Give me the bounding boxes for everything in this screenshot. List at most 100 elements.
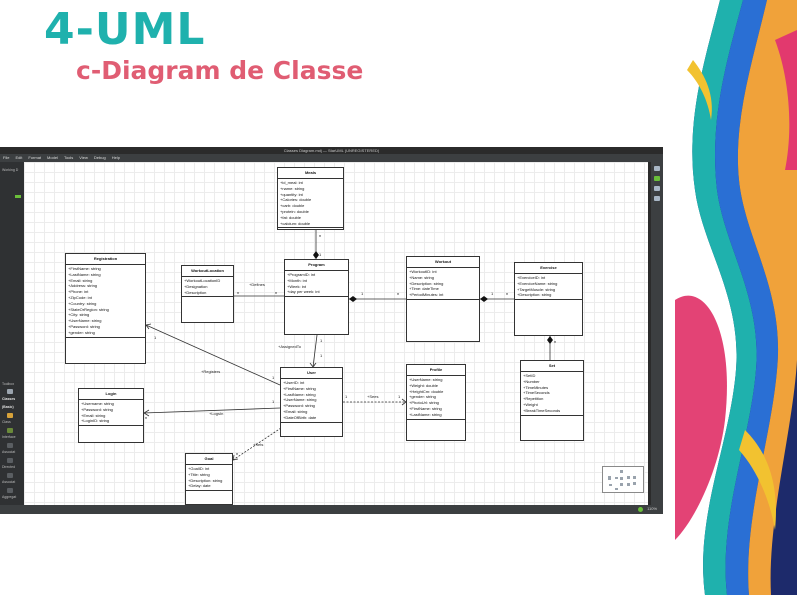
aggregation-tool-icon[interactable] [7, 488, 13, 493]
attribute: +UserName: string [68, 318, 102, 324]
minimap-preview [608, 470, 636, 490]
tool-association-class[interactable]: Associat [2, 480, 16, 484]
attribute: +WorkoutID: int [409, 269, 437, 274]
menu-format[interactable]: Format [28, 155, 42, 160]
relation-label-registers: +Registers [201, 369, 221, 374]
class-exercise[interactable]: Exercise +ExerciceID: int +ExerciceName:… [514, 262, 583, 336]
toolbox-section-classes[interactable]: Classes [2, 397, 16, 401]
attribute: +quantity: int [280, 191, 303, 197]
attribute: +Email: string [81, 412, 106, 418]
attribute: +Weight [523, 401, 538, 407]
class-user[interactable]: User +UserID: int +FirstName: string +La… [280, 367, 343, 437]
interface-tool-icon[interactable] [7, 428, 13, 433]
class-profile[interactable]: Profile +UserName: string +Weight: doubl… [406, 364, 466, 441]
attribute: +TimeSeconds [523, 390, 550, 396]
tool-interface[interactable]: Interface [2, 435, 16, 439]
toolbox-section-basic[interactable]: (Basic) [2, 405, 14, 409]
attribute: +Calories: double [280, 197, 312, 203]
association-class-tool-icon[interactable] [7, 473, 13, 478]
attribute: +LastName: string [409, 411, 442, 417]
multiplicity-program-meals: 1 [319, 252, 322, 257]
attribute: +FirstName: string [283, 385, 316, 391]
class-name: Goal [186, 454, 232, 465]
attribute: +Repetition [523, 396, 544, 402]
diagram-minimap[interactable] [602, 466, 644, 493]
attribute-list: +ExerciceID: int +ExerciceName: string +… [515, 274, 582, 301]
arrowhead-goal [232, 454, 239, 461]
canvas-scrollbar[interactable] [648, 162, 651, 505]
attribute: +gender: string [409, 394, 436, 400]
attribute: +Month: int [287, 277, 307, 283]
attribute: +Number [523, 378, 540, 384]
user-goal-sets-line [232, 427, 282, 461]
attribute: +Password: string [81, 406, 113, 412]
arrowhead-registration [145, 323, 152, 330]
working-diagrams-header[interactable]: Working D [2, 168, 19, 172]
menu-help[interactable]: Help [111, 155, 120, 160]
class-tool-icon[interactable] [7, 413, 13, 418]
attribute: +FirstName: string [68, 266, 101, 271]
class-workout-location[interactable]: WorkoutLocation +WorkoutLocationID +Desi… [181, 265, 234, 323]
menu-model[interactable]: Model [47, 155, 58, 160]
left-panel: Working D Toolbox Classes (Basic) Class … [0, 162, 24, 514]
class-name: Exercise [515, 263, 582, 274]
class-registration[interactable]: Registration +FirstName: string +LastNam… [65, 253, 146, 364]
multiplicity-workout-exercise: 1 [491, 291, 494, 296]
multiplicity-workout: n [397, 291, 400, 296]
tool-directed-association[interactable]: Directed [2, 465, 16, 469]
attribute: +Description: string [188, 477, 223, 483]
association-tool-icon[interactable] [7, 443, 13, 448]
menu-file[interactable]: File [3, 155, 10, 160]
editors-icon[interactable] [654, 186, 660, 191]
window-titlebar: Classes Diagram.mdj — StarUML (UNREGISTE… [0, 147, 663, 154]
menu-bar: File Edit Format Model Tools View Debug … [0, 154, 663, 162]
attribute-list: +SetID +Number +TimeMinutes +TimeSeconds… [521, 372, 583, 416]
tool-aggregation[interactable]: Aggregat [2, 495, 17, 499]
menu-tools[interactable]: Tools [63, 155, 74, 160]
attribute: +id_meal: int [280, 180, 303, 185]
composition-diamond-set-exercise [547, 336, 553, 344]
attribute: +Delay: date [188, 483, 211, 489]
class-login[interactable]: Login +Username: string +Password: strin… [78, 388, 144, 443]
multiplicity-program-workout: 1 [361, 291, 364, 296]
directed-association-tool-icon[interactable] [7, 458, 13, 463]
class-goal[interactable]: Goal +GoalID: int +Title: string +Descri… [185, 453, 233, 505]
model-explorer-icon[interactable] [654, 176, 660, 181]
attribute: +Designation [184, 283, 208, 289]
right-toolbar [651, 162, 663, 505]
relation-label-logs-in: +LogsIn [209, 411, 224, 416]
menu-view[interactable]: View [79, 155, 88, 160]
extensions-icon[interactable] [654, 166, 660, 171]
working-diagram-item[interactable] [15, 195, 21, 198]
attribute: +Description [184, 289, 207, 295]
attribute: +Description: string [517, 292, 552, 298]
relation-label-sets: +Sets [253, 442, 264, 447]
attribute: +DateOfBirth: date [283, 414, 317, 420]
class-meals[interactable]: Meals +id_meal: int +name: string +quant… [277, 167, 344, 230]
attribute: +Name: string [409, 274, 435, 280]
class-workout[interactable]: Workout +WorkoutID: int +Name: string +D… [406, 256, 480, 342]
attribute: +ZipCode: int [68, 294, 92, 300]
settings-icon[interactable] [654, 196, 660, 201]
select-tool-icon[interactable] [7, 389, 13, 394]
menu-debug[interactable]: Debug [93, 155, 106, 160]
class-name: Meals [278, 168, 343, 179]
tool-association[interactable]: Associat [2, 450, 16, 454]
status-bar: 110% [0, 505, 663, 514]
program-user-line [312, 334, 318, 368]
multiplicity-program-user: 1 [320, 338, 323, 343]
multiplicity-user-program: 1 [320, 353, 323, 358]
composition-diamond-program-workout [349, 296, 357, 302]
attribute: +Weight: double [409, 382, 438, 388]
zoom-level[interactable]: 110% [647, 506, 657, 511]
class-set[interactable]: Set +SetID +Number +TimeMinutes +TimeSec… [520, 360, 584, 441]
menu-edit[interactable]: Edit [15, 155, 23, 160]
toolbox-header[interactable]: Toolbox [2, 382, 15, 386]
tool-class[interactable]: Class [2, 420, 11, 424]
attribute-list: +GoalID: int +Title: string +Description… [186, 465, 232, 492]
attribute-list: +id_meal: int +name: string +quantity: i… [278, 179, 343, 229]
attribute: +ExerciceName: string [517, 280, 558, 286]
attribute: +Week: int [287, 283, 306, 289]
class-program[interactable]: Program +ProgramID: int +Month: int +Wee… [284, 259, 349, 335]
slide-subtitle: c-Diagram de Classe [76, 56, 364, 85]
